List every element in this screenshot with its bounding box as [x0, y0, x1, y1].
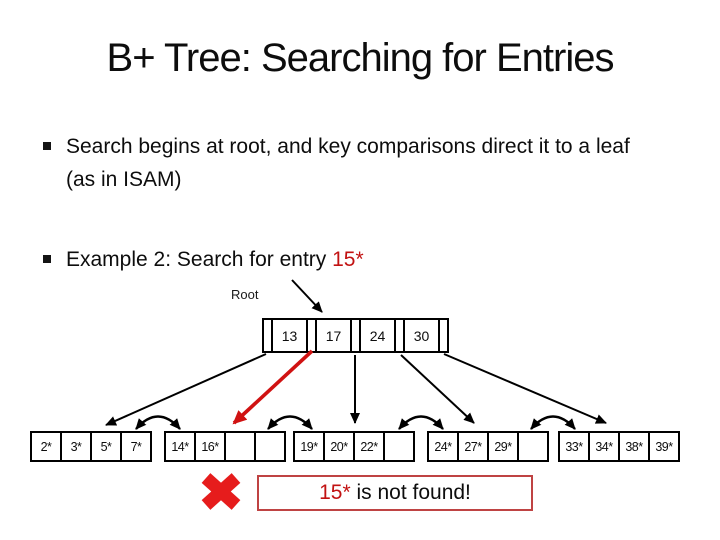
leaf-cell: 14* — [171, 439, 189, 454]
bullet-text: Search begins at root, and key compariso… — [66, 135, 630, 191]
leaf-cell: 7* — [120, 433, 150, 460]
leaf-node-5: 33* 34* 38* 39* — [558, 431, 680, 462]
root-pointer-slot — [396, 320, 403, 351]
result-search-key: 15* — [319, 481, 351, 504]
leaf-cell: 5* — [90, 433, 120, 460]
leaf-cell — [517, 433, 547, 460]
root-key: 30 — [403, 320, 440, 351]
leaf-node-1: 2* 3* 5* 7* — [30, 431, 152, 462]
leaf-cell: 38* — [618, 433, 648, 460]
root-label: Root — [231, 287, 259, 302]
sibling-link-leaf4-leaf5 — [530, 415, 576, 430]
edge-root-to-leaf5 — [443, 353, 607, 424]
root-pointer-slot — [352, 320, 359, 351]
bullet-square-icon — [43, 142, 51, 150]
edge-root-to-leaf4 — [400, 354, 475, 424]
sibling-link-leaf3-leaf4 — [398, 415, 444, 430]
bullet-item-example: Example 2: Search for entry 15* — [43, 243, 364, 276]
leaf-cell: 16* — [194, 433, 224, 460]
leaf-cell: 19* — [300, 439, 318, 454]
leaf-cell: 22* — [353, 433, 383, 460]
leaf-cell: 20* — [323, 433, 353, 460]
bullet-square-icon — [43, 255, 51, 263]
leaf-cell — [254, 433, 284, 460]
sibling-link-leaf1-leaf2 — [135, 415, 181, 430]
result-message: is not found! — [350, 481, 471, 504]
pointer-arrow-to-root — [291, 279, 323, 313]
root-key: 17 — [315, 320, 352, 351]
leaf-cell: 39* — [648, 433, 678, 460]
leaf-cell: 29* — [487, 433, 517, 460]
leaf-cell: 3* — [60, 433, 90, 460]
root-pointer-slot — [440, 320, 447, 351]
bullet-text-prefix: Example 2: Search for entry — [66, 248, 333, 271]
root-node: 13 17 24 30 — [262, 318, 449, 353]
not-found-cross-icon — [201, 473, 241, 510]
leaf-cell: 33* — [565, 439, 583, 454]
root-key: 24 — [359, 320, 396, 351]
search-path-arrow — [232, 349, 314, 425]
result-callout: 15* is not found! — [257, 475, 533, 511]
bullet-text: Example 2: Search for entry 15* — [66, 243, 364, 276]
root-pointer-slot — [264, 320, 271, 351]
bullet-item-search-begins: Search begins at root, and key compariso… — [43, 130, 661, 196]
leaf-cell: 2* — [40, 439, 52, 454]
leaf-cell: 24* — [434, 439, 452, 454]
leaf-node-3: 19* 20* 22* — [293, 431, 415, 462]
leaf-cell: 27* — [457, 433, 487, 460]
leaf-cell — [224, 433, 254, 460]
root-pointer-slot — [308, 320, 315, 351]
slide-title: B+ Tree: Searching for Entries — [106, 36, 615, 80]
leaf-cell — [383, 433, 413, 460]
leaf-node-2: 14* 16* — [164, 431, 286, 462]
sibling-link-leaf2-leaf3 — [267, 415, 313, 430]
leaf-cell: 34* — [588, 433, 618, 460]
root-key: 13 — [271, 320, 308, 351]
edge-root-to-leaf1 — [105, 353, 267, 426]
search-key-highlight: 15* — [332, 248, 364, 271]
leaf-node-4: 24* 27* 29* — [427, 431, 549, 462]
